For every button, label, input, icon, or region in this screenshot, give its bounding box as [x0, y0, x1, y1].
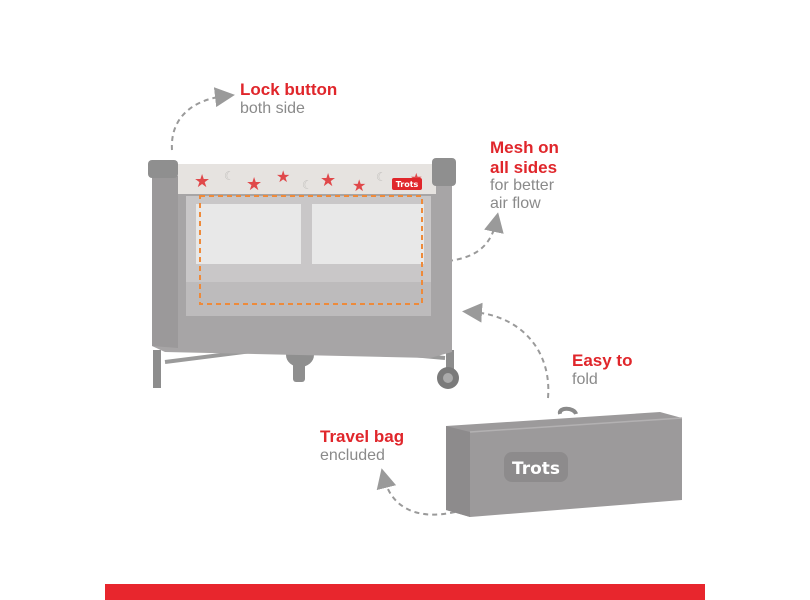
callout-travel-bag: Travel bag encluded [320, 427, 404, 465]
curved-dashed-arrow-icon [170, 87, 235, 151]
svg-text:☾: ☾ [376, 170, 387, 184]
callout-subtitle-line2: air flow [490, 195, 541, 213]
callout-easy-fold: Easy to fold [572, 351, 632, 389]
callout-title-line1: Mesh on [490, 138, 559, 157]
bottom-accent-bar [105, 584, 705, 600]
svg-text:★: ★ [194, 171, 210, 192]
svg-text:★: ★ [276, 167, 290, 186]
callout-title: Travel bag [320, 427, 405, 446]
curved-dashed-arrow-icon [462, 302, 550, 399]
callout-subtitle: encluded [320, 446, 385, 464]
travel-bag-image: Trots [446, 406, 683, 517]
bag-logo: Trots [512, 459, 560, 479]
svg-text:★: ★ [246, 174, 262, 195]
callout-subtitle: fold [572, 370, 598, 388]
svg-text:★: ★ [352, 176, 366, 195]
svg-text:☾: ☾ [224, 169, 235, 183]
callout-title: Lock button [240, 80, 338, 99]
callout-subtitle: both side [240, 99, 305, 117]
svg-text:★: ★ [320, 170, 336, 191]
callout-title: Easy to [572, 351, 633, 370]
svg-text:☾: ☾ [302, 178, 313, 192]
curved-dashed-arrow-icon [376, 468, 456, 516]
mesh-highlight [199, 195, 423, 305]
crib-brand-tag: Trots [396, 180, 419, 189]
callout-mesh: Mesh on all sides for better air flow [490, 138, 559, 214]
travel-crib-image: ★ ☾ ★ ★ ☾ ★ ★ ☾ ★ Trots [148, 158, 459, 389]
callout-title-line2: all sides [490, 157, 558, 177]
callout-lock-button: Lock button both side [240, 80, 337, 118]
callout-subtitle-line1: for better [490, 177, 555, 195]
